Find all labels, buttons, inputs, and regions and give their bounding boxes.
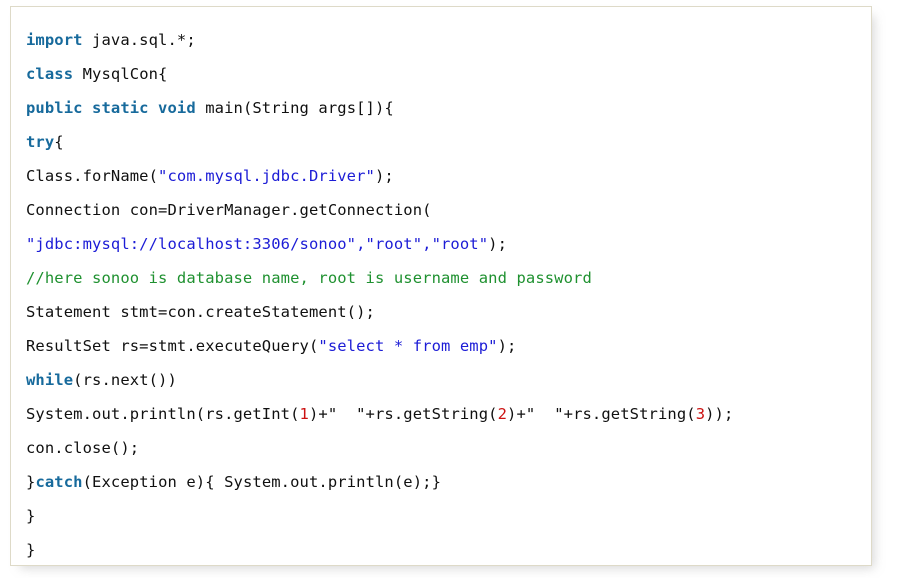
code-token-plain: } bbox=[26, 473, 36, 491]
code-token-plain: ResultSet rs=stmt.executeQuery( bbox=[26, 337, 319, 355]
code-token-kw: class bbox=[26, 65, 74, 83]
code-line: System.out.println(rs.getInt(1)+" "+rs.g… bbox=[26, 397, 857, 431]
code-line: import java.sql.*; bbox=[26, 23, 857, 57]
code-token-kw: while bbox=[26, 371, 74, 389]
code-line: } bbox=[26, 533, 857, 565]
code-token-plain: ); bbox=[497, 337, 517, 355]
code-line: } bbox=[26, 499, 857, 533]
code-token-kw: public static void bbox=[26, 99, 196, 117]
code-line: Statement stmt=con.createStatement(); bbox=[26, 295, 857, 329]
code-token-plain: main(String args[]){ bbox=[195, 99, 394, 117]
code-token-plain: } bbox=[26, 541, 36, 559]
code-token-plain: MysqlCon{ bbox=[73, 65, 168, 83]
code-token-kw: catch bbox=[35, 473, 83, 491]
code-token-plain: } bbox=[26, 507, 36, 525]
code-token-kw: import bbox=[26, 31, 83, 49]
code-line: Connection con=DriverManager.getConnecti… bbox=[26, 193, 857, 227]
code-token-com: //here sonoo is database name, root is u… bbox=[26, 269, 592, 287]
code-token-str: "select * from emp" bbox=[318, 337, 498, 355]
code-token-str: "jdbc:mysql://localhost:3306/sonoo","roo… bbox=[26, 235, 489, 253]
code-token-plain: )+" "+rs.getString( bbox=[308, 405, 498, 423]
code-block[interactable]: import java.sql.*;class MysqlCon{public … bbox=[11, 7, 871, 565]
code-token-plain: Connection con=DriverManager.getConnecti… bbox=[26, 201, 432, 219]
code-token-num: 3 bbox=[695, 405, 706, 423]
code-token-plain: )+" "+rs.getString( bbox=[507, 405, 696, 423]
code-snippet-card: import java.sql.*;class MysqlCon{public … bbox=[10, 6, 872, 566]
code-token-plain: { bbox=[54, 133, 64, 151]
code-token-str: "com.mysql.jdbc.Driver" bbox=[158, 167, 375, 185]
code-line: class MysqlCon{ bbox=[26, 57, 857, 91]
code-line: con.close(); bbox=[26, 431, 857, 465]
code-line: Class.forName("com.mysql.jdbc.Driver"); bbox=[26, 159, 857, 193]
code-line: //here sonoo is database name, root is u… bbox=[26, 261, 857, 295]
code-token-plain: Class.forName( bbox=[26, 167, 159, 185]
code-token-plain: ); bbox=[488, 235, 508, 253]
code-token-plain: )); bbox=[705, 405, 734, 423]
code-line: try{ bbox=[26, 125, 857, 159]
code-token-plain: ); bbox=[374, 167, 394, 185]
code-token-plain: System.out.println(rs.getInt( bbox=[26, 405, 300, 423]
code-line: }catch(Exception e){ System.out.println(… bbox=[26, 465, 857, 499]
code-token-kw: try bbox=[26, 133, 55, 151]
code-token-plain: Statement stmt=con.createStatement(); bbox=[26, 303, 375, 321]
code-token-num: 1 bbox=[299, 405, 309, 423]
code-line: while(rs.next()) bbox=[26, 363, 857, 397]
code-token-num: 2 bbox=[497, 405, 508, 423]
code-line: public static void main(String args[]){ bbox=[26, 91, 857, 125]
code-token-plain: java.sql.*; bbox=[82, 31, 196, 49]
code-token-plain: con.close(); bbox=[26, 439, 140, 457]
code-line: "jdbc:mysql://localhost:3306/sonoo","roo… bbox=[26, 227, 857, 261]
code-token-plain: (Exception e){ System.out.println(e);} bbox=[82, 473, 442, 491]
code-token-plain: (rs.next()) bbox=[73, 371, 177, 389]
code-line: ResultSet rs=stmt.executeQuery("select *… bbox=[26, 329, 857, 363]
